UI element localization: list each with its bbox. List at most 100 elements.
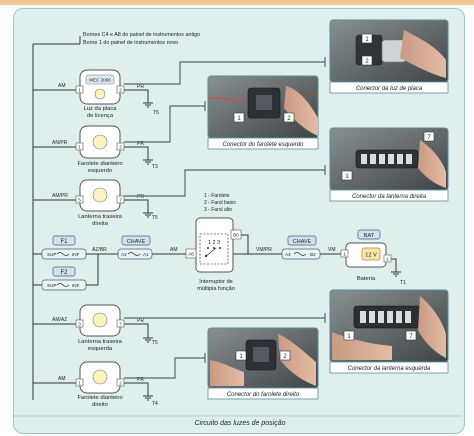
right-tail-lamp: 5 7 Lanterna traseira direita [75, 179, 125, 227]
ground-left-headlight: T3 [152, 164, 158, 170]
right-headlight-label-2: direito [92, 402, 108, 408]
svg-text:2: 2 [119, 145, 122, 150]
ground-left-tail: T5 [152, 340, 158, 346]
ground-license: T5 [153, 110, 159, 116]
connector-pointers [124, 57, 326, 379]
svg-text:3: 3 [78, 322, 81, 327]
svg-text:2: 2 [386, 257, 389, 262]
switch-out-wire [241, 234, 249, 254]
photo-caption-right-headlight: Conector do farolete direito [227, 392, 300, 398]
diagram-title: Circuito das luzes de posição [194, 420, 286, 427]
photo-right-tail-connector: 1 7 Conector da lanterna direita [329, 127, 449, 202]
svg-text:2: 2 [287, 116, 291, 122]
license-lamp-label-2: de licença [87, 113, 114, 119]
switch-legend-2: 2 - Farol baixo [204, 200, 236, 206]
right-tail-label-1: Lanterna traseira [78, 214, 123, 220]
svg-text:2: 2 [283, 354, 287, 360]
photo-caption-license: Conector da luz de placa [356, 86, 423, 92]
header-note-line1: Bornes C4 e A8 do painel de instrumentos… [83, 32, 200, 38]
main-bus [32, 44, 80, 400]
left-tail-label-1: Lanterna traseira [78, 339, 123, 345]
svg-text:1: 1 [345, 174, 349, 180]
svg-text:2: 2 [119, 381, 122, 386]
svg-text:1: 1 [343, 252, 346, 257]
photo-caption-left-headlight: Conector do farolete esquerdo [222, 142, 304, 148]
wire-label-right-headlight: AM [58, 376, 66, 382]
wire-label-right-tail: AM/PR [52, 193, 68, 199]
ground-symbols [143, 102, 153, 401]
svg-text:2: 2 [119, 88, 122, 93]
left-headlight: 1 2 Farolete dianteiro esquerdo [75, 125, 125, 174]
fuse-f1: F1 SUP INF [41, 235, 87, 260]
left-headlight-label-2: esquerdo [88, 168, 112, 174]
svg-text:CHAVE: CHAVE [293, 239, 312, 245]
headlight-bulb-icon [92, 134, 108, 150]
right-tail-label-2: direita [92, 221, 109, 227]
switch-legend-3: 3 - Farol alto [204, 207, 232, 213]
fuse-f2: F2 SUP INF [41, 266, 87, 291]
battery: BAT 12 V 1 2 Bateria T1 [340, 229, 406, 286]
wire-label-chave2-in: VM/PR [256, 247, 272, 253]
switch-caption-1: Interruptor de [199, 279, 233, 285]
headlight-bulb-icon [92, 369, 108, 385]
wire-label-left-tail: AM/AZ [52, 317, 67, 323]
left-headlight-label-1: Farolete dianteiro [77, 161, 122, 167]
svg-text:INF: INF [72, 283, 80, 288]
svg-text:A1: A1 [143, 252, 149, 257]
chave-2: CHAVE A4 B2 [281, 235, 321, 260]
svg-text:F1: F1 [60, 239, 68, 245]
svg-text:SUP: SUP [47, 283, 56, 288]
svg-text:SUP: SUP [47, 252, 56, 257]
svg-text:7: 7 [119, 198, 122, 203]
svg-text:MEC 2006: MEC 2006 [89, 78, 111, 83]
svg-text:1: 1 [239, 354, 243, 360]
right-headlight-label-1: Farolete dianteiro [77, 395, 122, 401]
license-lamp-chip [85, 74, 115, 85]
ground-right-tail: T5 [152, 215, 158, 221]
ground-wire-right-headlight: PR [137, 377, 144, 383]
wire-label-left-headlight: AN/PR [52, 140, 68, 146]
wire-label-f1-out: AZ/BR [92, 247, 107, 253]
photo-left-tail-connector: 1 7 Conector da lanterna esquerda [329, 289, 449, 374]
header-note-line2: Borne 1 do painel de instrumentos novo [83, 40, 178, 46]
license-lamp-bulb-icon [94, 88, 106, 100]
photo-right-headlight-connector: 1 2 Conector do farolete direito [207, 327, 319, 400]
svg-text:1: 1 [237, 116, 241, 122]
left-tail-label-2: esquerda [88, 346, 113, 352]
svg-text:12 V: 12 V [365, 253, 377, 259]
svg-text:1 2 3: 1 2 3 [208, 240, 220, 246]
header-note: Bornes C4 e A8 do painel de instrumentos… [33, 32, 200, 46]
top-accent-bar [0, 0, 474, 5]
svg-text:1: 1 [365, 37, 369, 43]
svg-text:A8: A8 [188, 252, 194, 257]
switch-legend-1: 1 - Farolete [204, 193, 230, 199]
ground-wire-license: PR [137, 84, 144, 90]
svg-text:F2: F2 [60, 270, 68, 276]
ground-wire-left-headlight: PR [137, 141, 144, 147]
supply-wire [86, 253, 397, 286]
license-lamp: MEC 2006 1 2 Luz da placa de licença [75, 69, 125, 119]
svg-text:B2: B2 [310, 252, 316, 257]
svg-text:1: 1 [78, 88, 81, 93]
photo-license-connector: 1 2 Conector da luz de placa [329, 19, 449, 94]
svg-text:INF: INF [72, 252, 80, 257]
battery-ground: T1 [400, 280, 406, 286]
multifunction-switch: 1 - Farolete 2 - Farol baixo 3 - Farol a… [185, 193, 242, 292]
svg-text:A2: A2 [121, 252, 127, 257]
photo-caption-right-tail: Conector da lanterna direita [352, 194, 427, 200]
left-tail-lamp: 3 7 Lanterna traseira esquerda [75, 304, 125, 352]
ground-right-headlight: T4 [152, 401, 158, 407]
svg-text:5: 5 [78, 198, 81, 203]
svg-text:7: 7 [427, 135, 431, 141]
photo-left-headlight-connector: 1 2 Conector do farolete esquerdo [207, 75, 319, 150]
svg-text:A4: A4 [285, 252, 291, 257]
tail-lamp-bulb-icon [92, 187, 108, 203]
svg-text:2: 2 [365, 59, 369, 65]
right-headlight: 1 2 Farolete dianteiro direito [75, 361, 125, 408]
wire-label-chave1-out: AM [170, 247, 178, 253]
svg-text:7: 7 [409, 334, 413, 340]
svg-text:1: 1 [78, 381, 81, 386]
battery-caption: Bateria [357, 276, 376, 282]
ground-wire-right-tail: PR [137, 194, 144, 200]
